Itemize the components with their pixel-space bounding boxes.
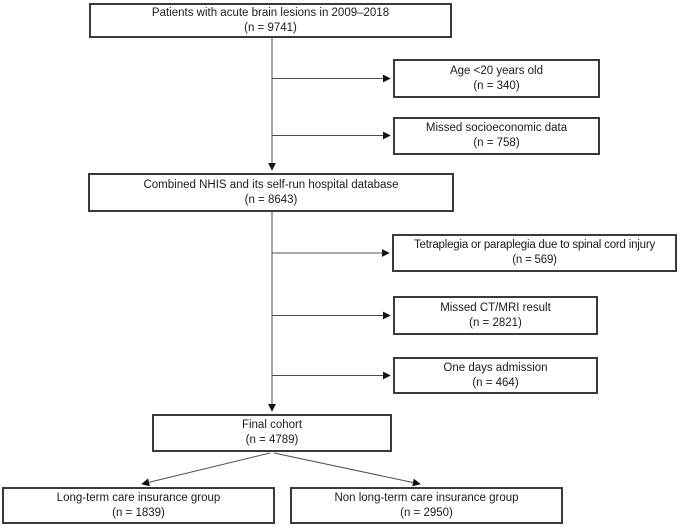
node-final-cohort: Final cohort (n = 4789) xyxy=(152,414,392,452)
node-socioeconomic-exclusion: Missed socioeconomic data (n = 758) xyxy=(393,117,600,155)
node-oneday-exclusion-count: (n = 464) xyxy=(472,376,519,389)
node-combined-database-label: Combined NHIS and its self-run hospital … xyxy=(143,178,399,191)
node-tetraplegia-exclusion: Tetraplegia or paraplegia due to spinal … xyxy=(392,234,677,272)
node-non-ltc-group-label: Non long-term care insurance group xyxy=(334,491,519,504)
node-patients-count: (n = 9741) xyxy=(244,21,297,34)
node-age-exclusion-label: Age <20 years old xyxy=(449,64,544,77)
node-age-exclusion-count: (n = 340) xyxy=(473,79,520,92)
node-oneday-exclusion: One days admission (n = 464) xyxy=(393,357,598,394)
node-oneday-exclusion-label: One days admission xyxy=(443,361,548,374)
node-non-ltc-group: Non long-term care insurance group (n = … xyxy=(290,487,563,524)
node-socioeconomic-exclusion-count: (n = 758) xyxy=(473,137,520,149)
node-ctmri-exclusion-label: Missed CT/MRI result xyxy=(440,301,551,314)
node-ltc-group-count: (n = 1839) xyxy=(112,506,165,519)
node-patients: Patients with acute brain lesions in 200… xyxy=(89,3,452,38)
node-ltc-group-label: Long-term care insurance group xyxy=(56,491,221,504)
node-final-cohort-label: Final cohort xyxy=(241,419,303,431)
node-age-exclusion: Age <20 years old (n = 340) xyxy=(393,59,600,98)
node-tetraplegia-exclusion-label: Tetraplegia or paraplegia due to spinal … xyxy=(413,239,656,251)
node-patients-label: Patients with acute brain lesions in 200… xyxy=(151,6,390,19)
node-socioeconomic-exclusion-label: Missed socioeconomic data xyxy=(425,122,568,134)
node-combined-database: Combined NHIS and its self-run hospital … xyxy=(88,173,454,212)
node-ctmri-exclusion-count: (n = 2821) xyxy=(469,316,522,329)
node-tetraplegia-exclusion-count: (n = 569) xyxy=(512,254,557,266)
node-non-ltc-group-count: (n = 2950) xyxy=(400,506,453,519)
node-ctmri-exclusion: Missed CT/MRI result (n = 2821) xyxy=(393,296,598,335)
node-final-cohort-count: (n = 4789) xyxy=(245,434,299,446)
node-ltc-group: Long-term care insurance group (n = 1839… xyxy=(2,487,275,524)
node-combined-database-count: (n = 8643) xyxy=(244,193,298,206)
connector-final-to-ltc xyxy=(141,452,271,487)
connector-final-to-nonltc xyxy=(273,452,421,487)
